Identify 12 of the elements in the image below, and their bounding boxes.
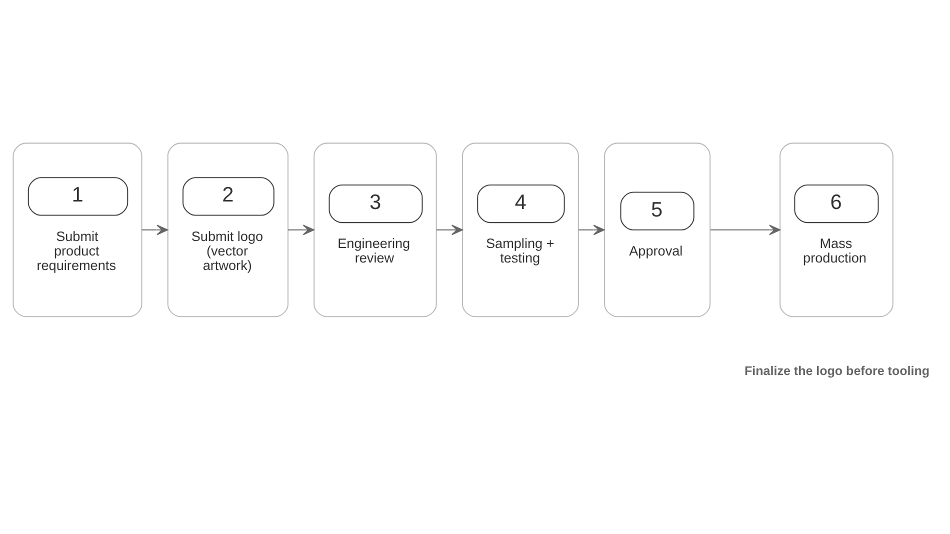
arrow (142, 224, 168, 235)
node-box: 2 Submit logo (vector artwork) (167, 142, 289, 317)
node-box: 6 Mass production (780, 142, 894, 317)
arrow (436, 224, 463, 235)
label: Finalize the logo before tooling (744, 364, 930, 378)
arrow (578, 224, 605, 235)
node-box: 1 Submit product requirements (12, 142, 142, 317)
node-box: 3 Engineering review (314, 142, 437, 317)
node-box: 5 Approval (604, 142, 711, 317)
arrow (288, 224, 314, 235)
node-box: 4 Sampling + testing (462, 142, 579, 317)
arrow (710, 224, 780, 235)
